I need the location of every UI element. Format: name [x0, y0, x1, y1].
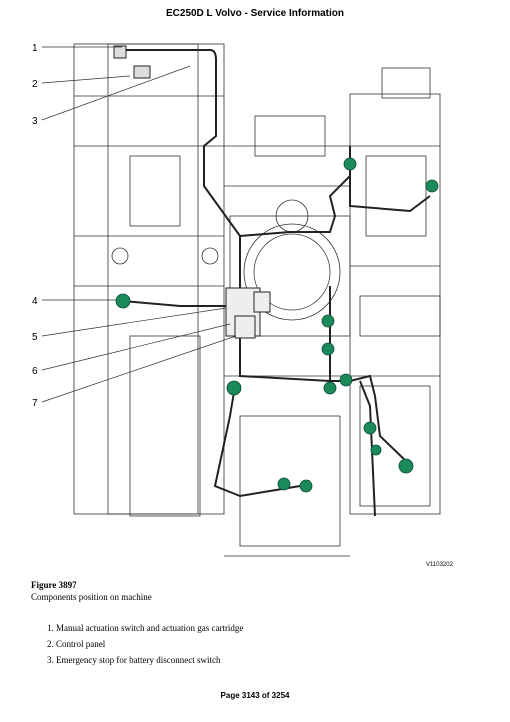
figure-title: Figure 3897 [31, 580, 77, 590]
component-list: 1. Manual actuation switch and actuation… [47, 620, 243, 668]
callout-4: 4 [32, 296, 38, 307]
callout-6: 6 [32, 366, 38, 377]
callout-1: 1 [32, 43, 38, 54]
callout-2: 2 [32, 79, 38, 90]
page-header: EC250D L Volvo - Service Information [165, 8, 344, 19]
image-code: V1103202 [426, 562, 454, 568]
technical-figure: 1 2 3 4 5 6 7 V1103202 [30, 36, 470, 576]
callout-3: 3 [32, 116, 38, 127]
figure-caption: Components position on machine [31, 592, 152, 602]
page-footer: Page 3143 of 3254 [220, 691, 290, 700]
list-item: 1. Manual actuation switch and actuation… [47, 623, 244, 633]
list-item: 3. Emergency stop for battery disconnect… [47, 655, 221, 665]
callout-5: 5 [32, 332, 38, 343]
list-item: 2. Control panel [47, 639, 106, 649]
callout-7: 7 [32, 398, 38, 409]
